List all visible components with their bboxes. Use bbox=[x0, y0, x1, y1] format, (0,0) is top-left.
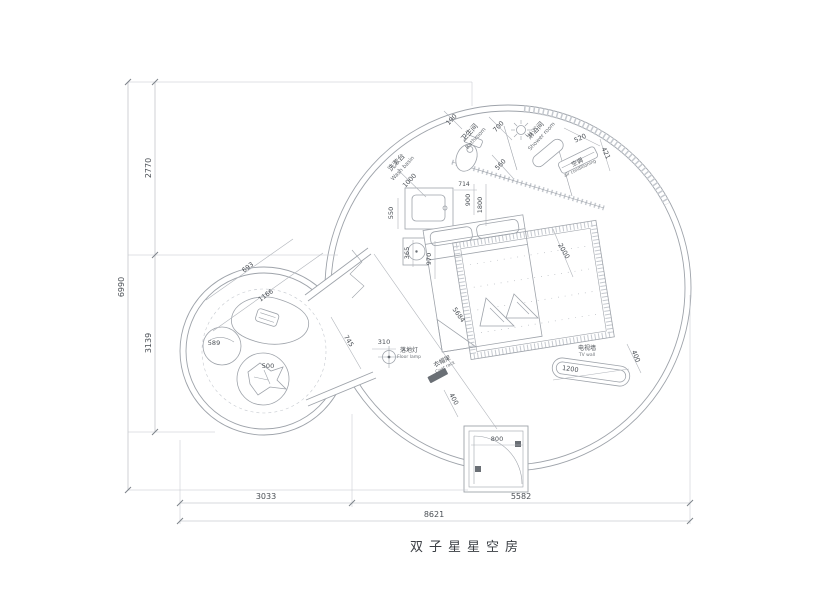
dim-1200: 1200 bbox=[562, 364, 579, 374]
shower-head-icon bbox=[511, 120, 531, 140]
closet-zigzag bbox=[349, 249, 365, 299]
floor-lamp-symbol bbox=[378, 346, 400, 368]
wash-basin bbox=[404, 187, 454, 230]
small-room-guide bbox=[201, 288, 327, 414]
svg-text:Floor lamp: Floor lamp bbox=[397, 354, 421, 360]
dim-900: 900 bbox=[464, 194, 472, 206]
throw-pillows bbox=[479, 293, 539, 327]
dim-400-tv: 400 bbox=[630, 349, 642, 364]
dim-400-coat: 400 bbox=[447, 392, 460, 407]
dim-970: 970 bbox=[425, 253, 433, 265]
dim-589: 589 bbox=[208, 339, 220, 347]
dim-421: 421 bbox=[600, 146, 613, 161]
svg-text:落地灯: 落地灯 bbox=[400, 346, 418, 354]
corridor bbox=[304, 247, 377, 407]
dimension-lines bbox=[124, 78, 694, 525]
label-floor-lamp: 落地灯 Floor lamp bbox=[397, 346, 421, 360]
dim-2770: 2770 bbox=[144, 158, 153, 178]
rug bbox=[452, 219, 615, 360]
svg-text:电视墙: 电视墙 bbox=[578, 344, 596, 352]
dim-310: 310 bbox=[378, 338, 390, 346]
spa-tub bbox=[231, 296, 310, 345]
dim-2000: 2000 bbox=[556, 242, 571, 260]
svg-text:TV wall: TV wall bbox=[578, 352, 595, 358]
shower-bench bbox=[532, 138, 564, 168]
dim-3139: 3139 bbox=[144, 333, 153, 353]
dim-8621: 8621 bbox=[424, 510, 444, 519]
dim-714: 714 bbox=[458, 181, 470, 188]
dim-365: 365 bbox=[403, 247, 411, 259]
toilet bbox=[455, 134, 483, 172]
dim-500: 500 bbox=[262, 362, 274, 370]
bean-bag bbox=[236, 352, 290, 406]
dim-550: 550 bbox=[387, 207, 395, 219]
drawing-title: 双子星星空房 bbox=[410, 539, 524, 555]
entry-vestibule bbox=[463, 425, 529, 493]
dim-5582: 5582 bbox=[511, 492, 531, 501]
dim-190: 190 bbox=[444, 112, 458, 127]
coat-rack-symbol bbox=[427, 368, 448, 383]
bathroom-partition bbox=[451, 105, 671, 211]
door-swing-arc bbox=[473, 435, 523, 485]
dim-693: 693 bbox=[240, 260, 255, 274]
label-tv-wall: 电视墙 TV wall bbox=[578, 344, 596, 358]
dim-3033: 3033 bbox=[256, 492, 276, 501]
dim-6990: 6990 bbox=[117, 277, 126, 297]
air-conditioner-unit bbox=[558, 146, 598, 174]
label-bathroom: 卫生间 Bathroom bbox=[459, 122, 488, 151]
blanket-fold bbox=[436, 318, 477, 353]
tv-wall-unit bbox=[551, 357, 631, 387]
dim-1800: 1800 bbox=[476, 197, 484, 214]
dim-800: 800 bbox=[491, 435, 503, 443]
side-pouf bbox=[202, 326, 242, 366]
